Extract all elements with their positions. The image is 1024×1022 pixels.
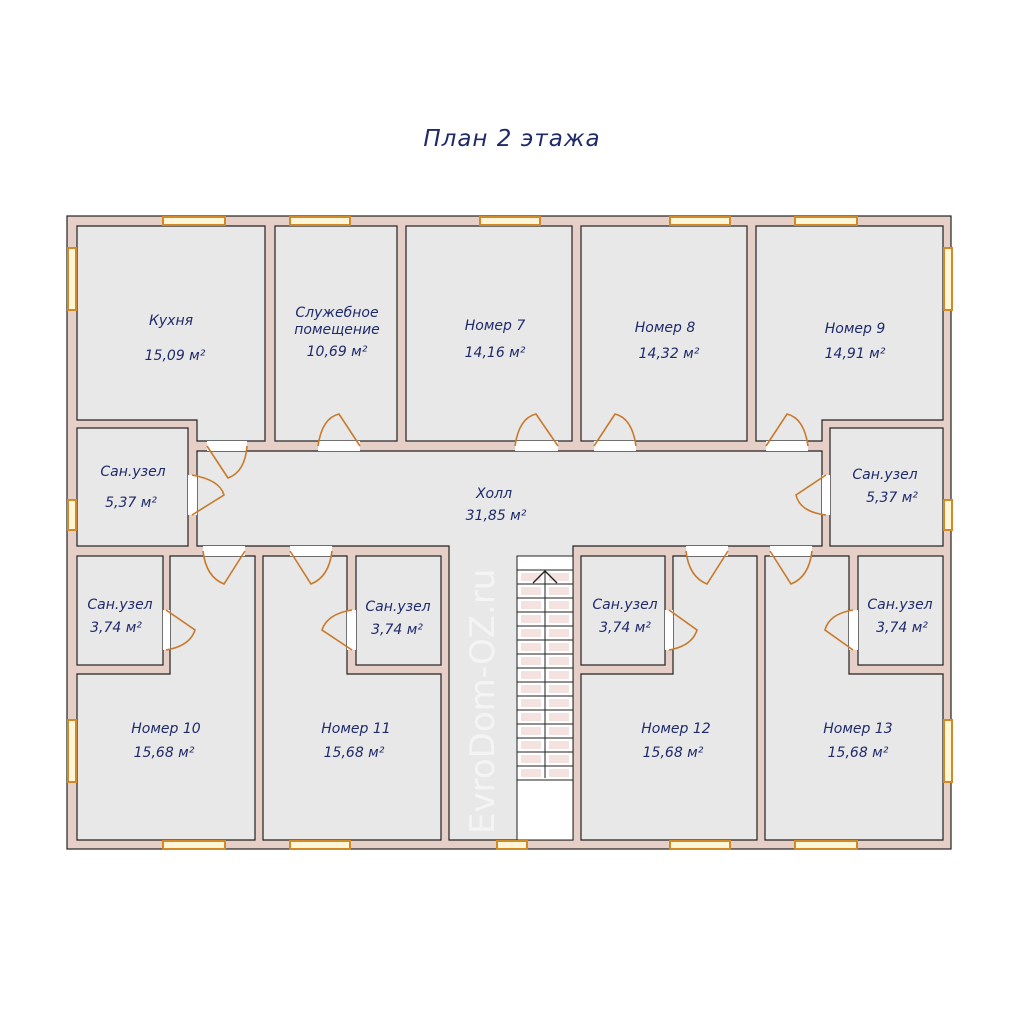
bath13-name: Сан.узел [867,597,932,613]
stair-tread-fill [549,727,569,735]
stair-tread-fill [521,657,541,665]
room11-name: Номер 11 [321,721,390,737]
stair-tread-fill [521,629,541,637]
kitchen-name: Кухня [149,313,193,329]
room8-name: Номер 8 [635,320,696,336]
hall-name: Холл [475,486,512,502]
bath10-name: Сан.узел [87,597,152,613]
plan-title: План 2 этажа [423,126,601,152]
service-name-2: помещение [294,322,380,338]
windows [67,216,953,850]
room12-area: 15,68 м² [643,745,704,761]
room7-area: 14,16 м² [465,345,526,361]
room10-name: Номер 10 [131,721,201,737]
stair-tread-fill [521,713,541,721]
room-10 [76,555,256,841]
room8-area: 14,32 м² [639,346,700,362]
stair-tread-fill [521,755,541,763]
stair-tread-fill [521,601,541,609]
bath11-name: Сан.узел [365,599,430,615]
stair-tread-fill [549,601,569,609]
room-kitchen [76,225,266,442]
stair-tread-fill [521,769,541,777]
room-8 [580,225,748,442]
stair-tread-fill [521,685,541,693]
watermark: EvroDom-OZ.ru [463,569,503,834]
bath-right-area: 5,37 м² [866,490,918,506]
bath10-area: 3,74 м² [90,620,142,636]
bath-right-name: Сан.узел [852,467,917,483]
stair-tread-fill [549,671,569,679]
room-11 [262,555,442,841]
room-bath-left [76,427,189,547]
stair-tread-fill [549,713,569,721]
room9-area: 14,91 м² [825,346,886,362]
room-12 [580,555,758,841]
bath13-area: 3,74 м² [876,620,928,636]
room10-area: 15,68 м² [134,745,195,761]
stair-tread-fill [521,741,541,749]
room9-name: Номер 9 [825,321,886,337]
bath-left-name: Сан.узел [100,464,165,480]
room-bath-right [829,427,944,547]
stair-tread-fill [521,587,541,595]
room-9 [755,225,944,442]
service-name-1: Служебное [295,305,378,321]
room-7 [405,225,573,442]
room7-name: Номер 7 [465,318,526,334]
stair-tread-fill [549,741,569,749]
room13-area: 15,68 м² [828,745,889,761]
doors [163,413,858,651]
stair-tread-fill [549,587,569,595]
stair-tread-fill [549,699,569,707]
stair-tread-fill [521,671,541,679]
bath12-name: Сан.узел [592,597,657,613]
bath12-area: 3,74 м² [599,620,651,636]
room-bath-12 [580,555,666,666]
stair-tread-fill [549,629,569,637]
stair-tread-fill [549,685,569,693]
room-bath-10 [76,555,164,666]
stair-tread-fill [521,699,541,707]
room11-area: 15,68 м² [324,745,385,761]
stair-tread-fill [549,573,569,581]
bath-left-area: 5,37 м² [105,495,157,511]
room-bath-13 [857,555,944,666]
stair-tread-fill [521,727,541,735]
kitchen-area: 15,09 м² [145,348,206,364]
room12-name: Номер 12 [641,721,711,737]
stair-tread-fill [521,643,541,651]
room13-name: Номер 13 [823,721,892,737]
stair-tread-fill [549,643,569,651]
stair-tread-fill [521,573,541,581]
hall-area: 31,85 м² [466,508,527,524]
stair-tread-fill [549,769,569,777]
stair-tread-fill [549,615,569,623]
stair-tread-fill [549,657,569,665]
staircase [516,555,574,841]
stair-tread-fill [549,755,569,763]
bath11-area: 3,74 м² [371,622,423,638]
stair-tread-fill [521,615,541,623]
room-13 [764,555,944,841]
service-area: 10,69 м² [307,344,368,360]
